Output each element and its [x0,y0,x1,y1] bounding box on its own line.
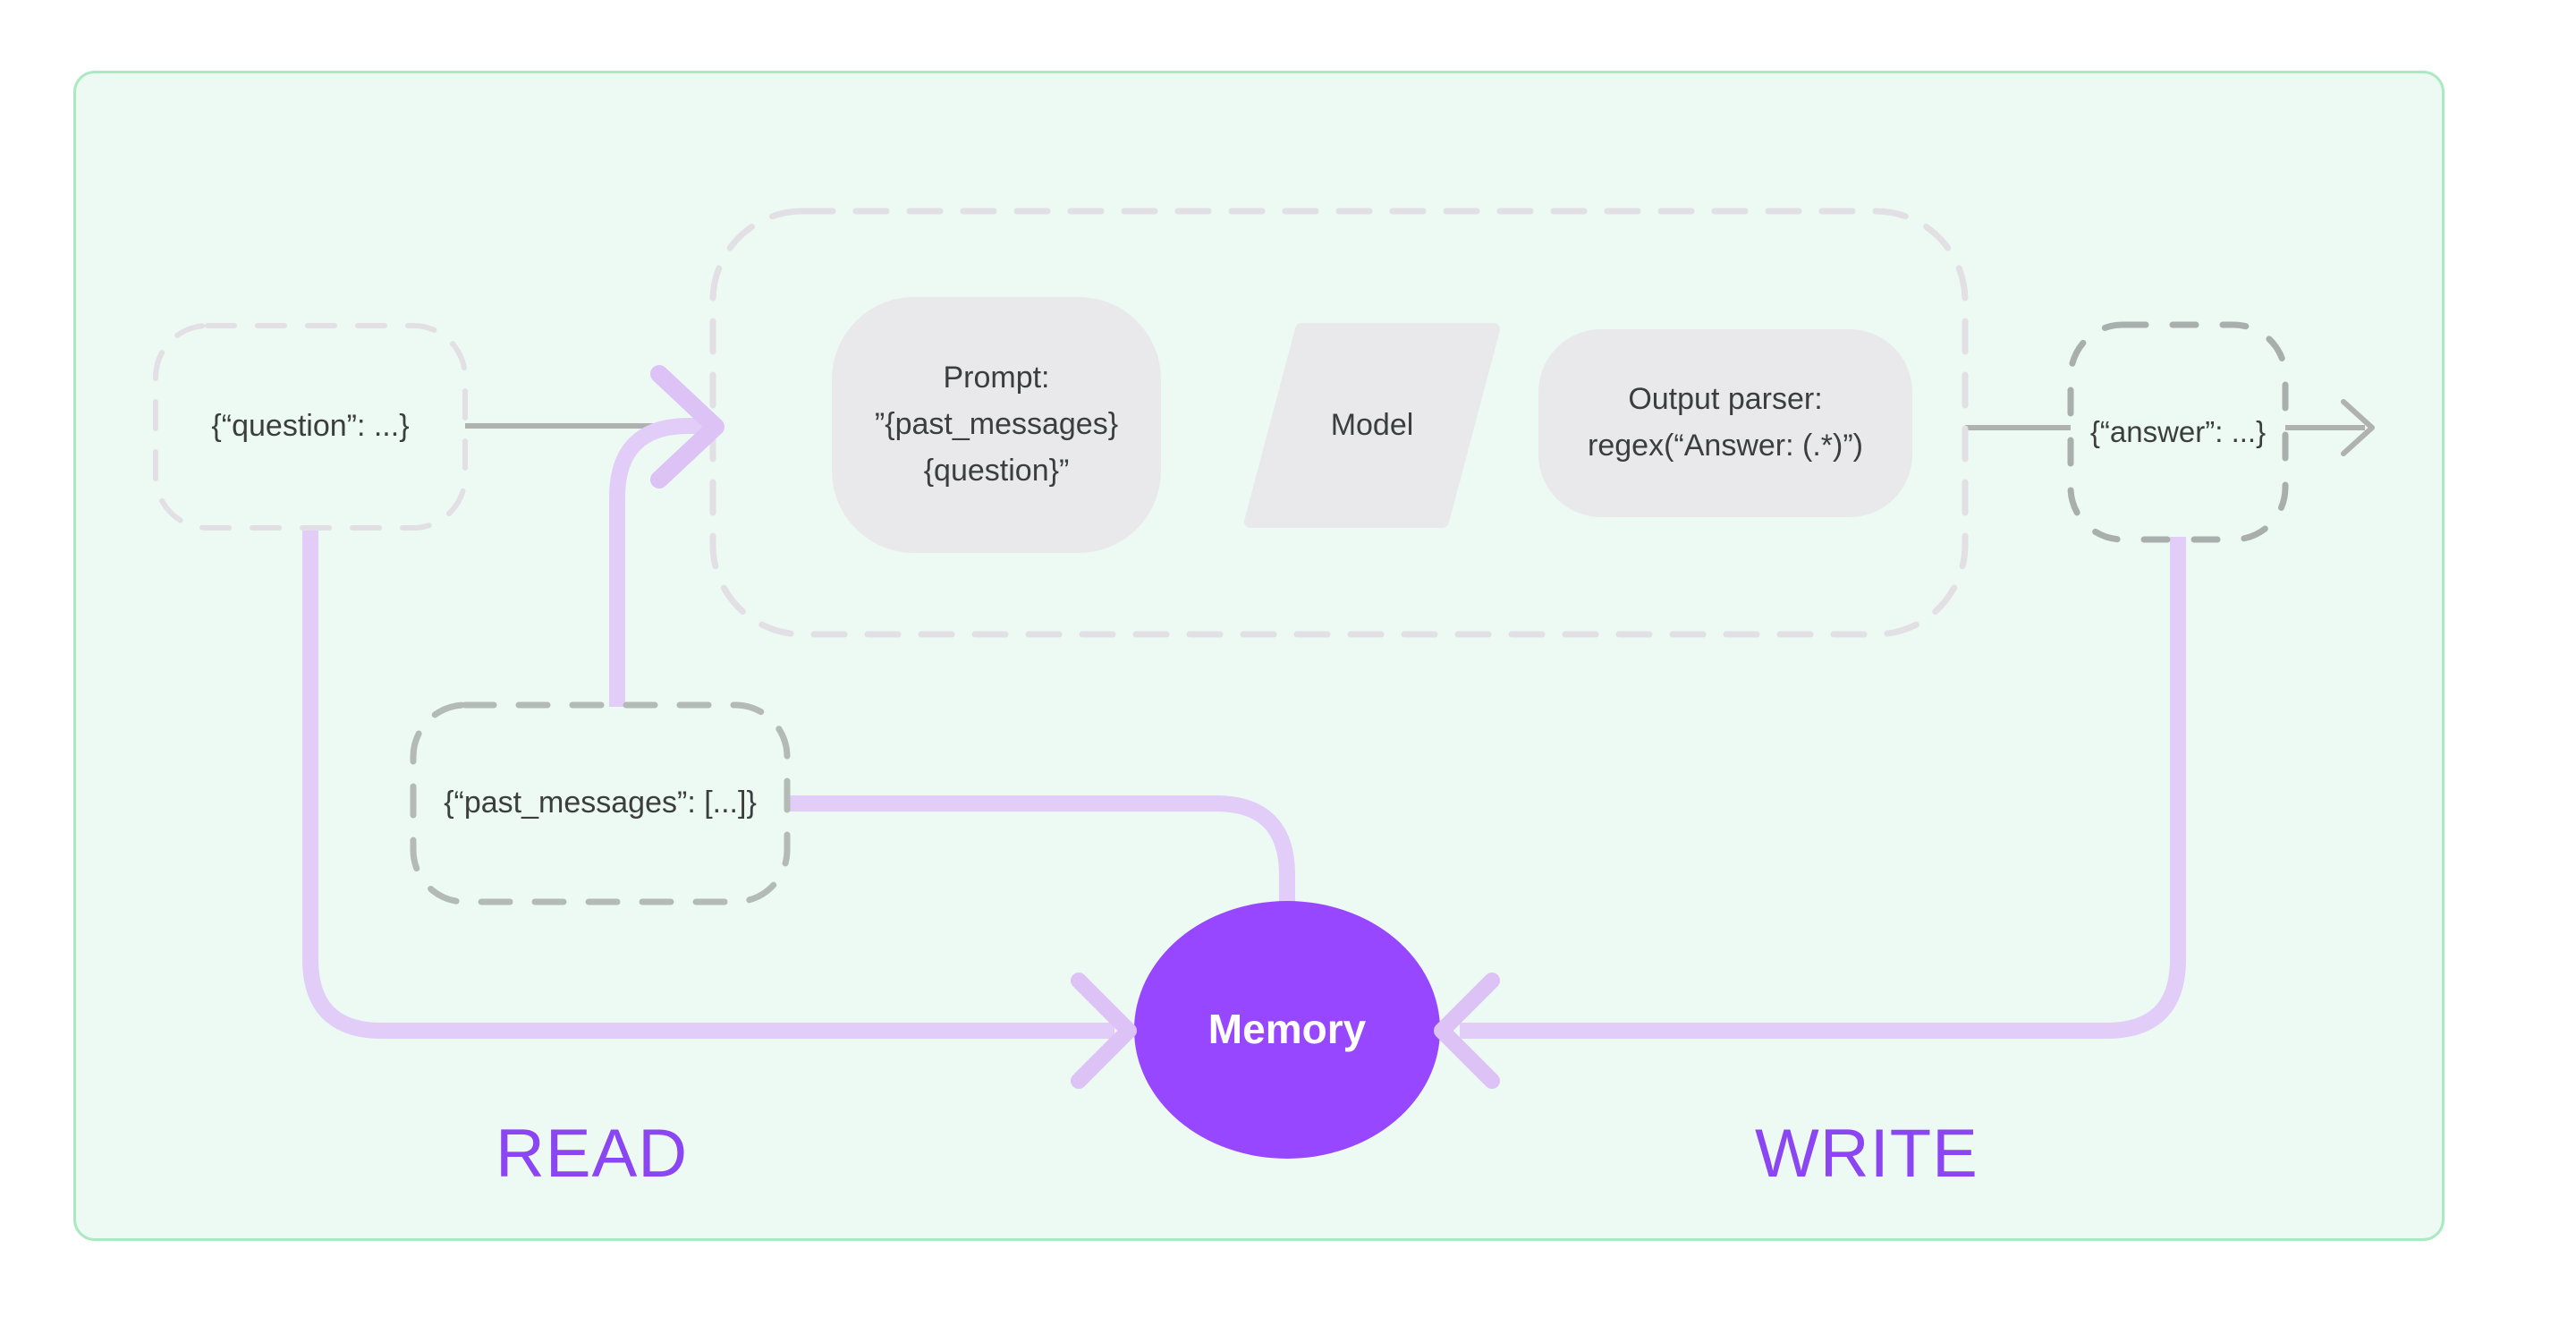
model-node-text: Model [1330,407,1414,442]
prompt-node-label: Prompt: ”{past_messages} {question}” [832,297,1161,553]
memory-node-label: Memory [1134,901,1440,1159]
past-messages-node-text: {“past_messages”: [...]} [444,786,757,820]
model-node-label: Model [1250,329,1494,522]
question-node-text: {“question”: ...} [211,409,410,444]
memory-node-text: Memory [1208,1006,1367,1053]
prompt-line-1: Prompt: [943,361,1050,395]
flow-pastmessages-to-memory [787,795,1295,922]
arrow-left-into-memory-icon [1434,973,1500,1089]
write-annotation: WRITE [1755,1116,1979,1192]
flow-read-pastmessages-to-chain [609,418,707,707]
output-parser-line-1: Output parser: [1628,382,1823,417]
prompt-line-2: ”{past_messages} [874,407,1119,442]
arrow-right-icon [2341,399,2375,456]
model-node [1244,323,1500,528]
flow-read-question-to-memory [302,526,1114,1039]
flow-write-answer-to-memory [1460,537,2186,1039]
arrow-right-into-chain-icon [650,365,724,489]
past-messages-node-label: {“past_messages”: [...]} [413,705,787,902]
answer-node-outline [2067,321,2289,543]
output-parser-node [1538,329,1912,517]
answer-node-label: {“answer”: ...} [2071,325,2285,540]
output-parser-node-label: Output parser: regex(“Answer: (.*)”) [1538,329,1912,517]
memory-node [1134,901,1440,1159]
past-messages-node-outline [410,701,791,905]
prompt-node [832,297,1161,553]
chain-container-outline [709,208,1969,638]
answer-node-text: {“answer”: ...} [2089,414,2267,448]
question-node-outline [153,323,468,531]
question-node-label: {“question”: ...} [156,326,465,528]
prompt-line-3: {question}” [923,453,1070,488]
arrow-right-into-memory-icon [1071,973,1137,1089]
read-annotation: READ [496,1116,689,1192]
output-parser-line-2: regex(“Answer: (.*)”) [1588,429,1863,463]
